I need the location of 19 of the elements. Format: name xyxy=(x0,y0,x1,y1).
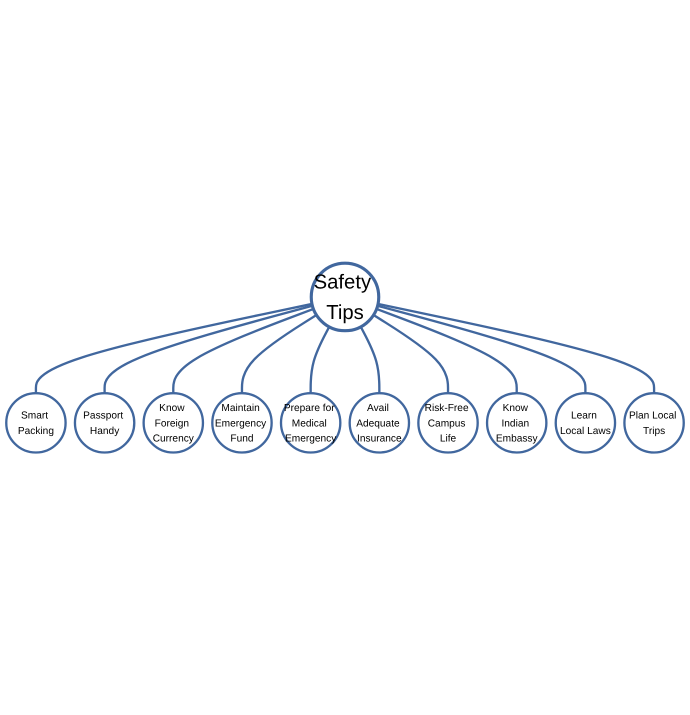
node-circle: Maintain Emergency Fund xyxy=(211,392,273,454)
connector xyxy=(172,307,314,393)
node-circle: Risk-Free Campus Life xyxy=(417,392,479,454)
connector xyxy=(310,326,330,393)
connector xyxy=(376,307,518,393)
connector xyxy=(372,314,450,393)
node-circle: Avail Adequate Insurance xyxy=(348,392,410,454)
node-circle: Plan Local Trips xyxy=(623,392,685,454)
connector xyxy=(377,304,587,393)
node-circle: Smart Packing xyxy=(5,392,67,454)
node-circle: Learn Local Laws xyxy=(554,392,616,454)
node-circle: Know Indian Embassy xyxy=(486,392,548,454)
connector xyxy=(103,304,313,393)
node-circle: Passport Handy xyxy=(74,392,136,454)
connector xyxy=(240,314,318,393)
connector xyxy=(34,302,312,393)
connector xyxy=(378,302,656,393)
connector xyxy=(360,326,380,393)
node-circle: Know Foreign Currency xyxy=(142,392,204,454)
